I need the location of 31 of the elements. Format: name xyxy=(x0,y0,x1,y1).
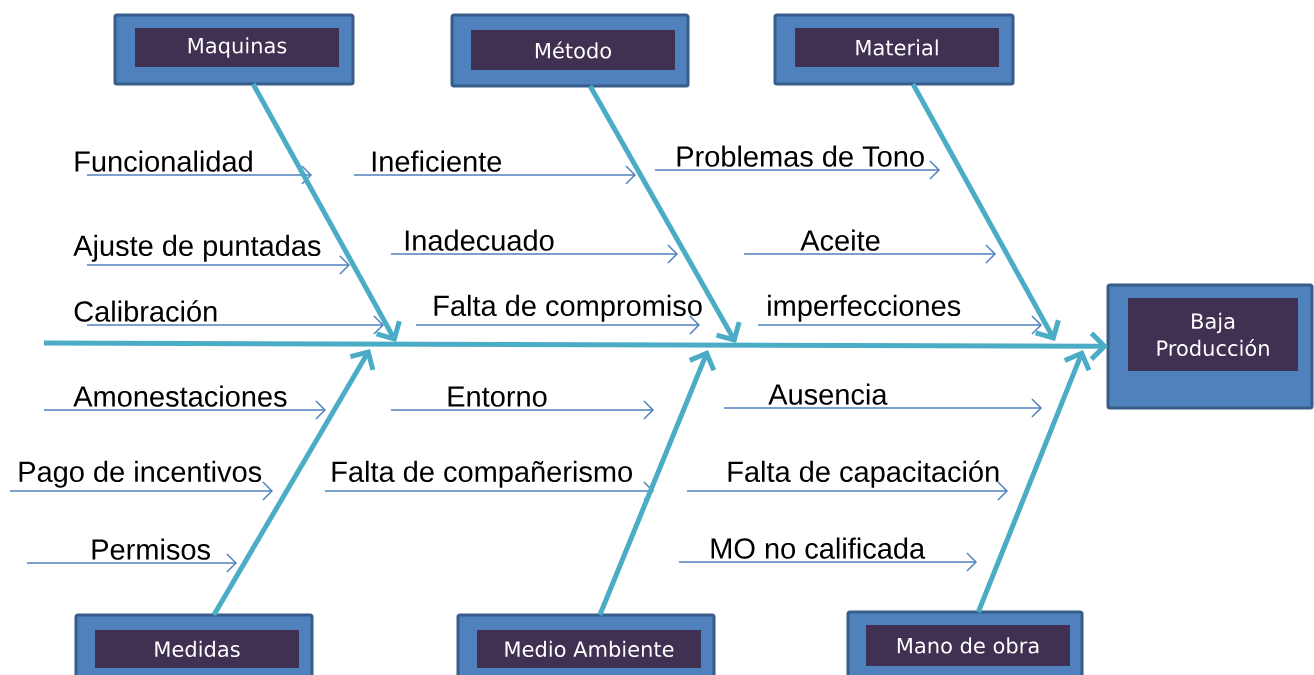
category-box: Método xyxy=(450,13,690,88)
cause-label: Falta de compañerismo xyxy=(332,460,632,488)
cause-label: Ajuste de puntadas xyxy=(73,234,321,262)
spine-arrow xyxy=(44,331,1108,361)
cause-label: Calibración xyxy=(74,300,217,322)
cause-label: Pago de incentivos xyxy=(19,460,262,488)
cause-label: Funcionalidad xyxy=(75,150,252,172)
bone-arrow xyxy=(587,84,742,343)
cause-label: Aceite xyxy=(800,229,880,251)
category-box: Medio Ambiente xyxy=(456,613,716,675)
bone-arrow xyxy=(976,350,1092,613)
category-box: Maquinas xyxy=(113,13,355,86)
cause-label: Inadecuado xyxy=(405,229,554,251)
cause-label: Ausencia xyxy=(768,383,888,405)
category-box: Medidas xyxy=(74,613,314,675)
cause-label: Entorno xyxy=(448,386,547,407)
cause-label: Falta de compromiso xyxy=(434,294,702,322)
cause-label: Problemas de Tono xyxy=(677,145,924,167)
cause-label: Ineficiente xyxy=(372,150,502,172)
bone-arrow xyxy=(597,350,717,616)
bone-arrow xyxy=(250,82,402,342)
category-box: Mano de obra xyxy=(846,610,1084,675)
cause-label: Permisos xyxy=(92,538,210,560)
cause-label: Amonestaciones xyxy=(73,385,287,407)
cause-label: Falta de capacitación xyxy=(728,460,999,488)
bone-arrow xyxy=(910,82,1061,341)
category-box: Material xyxy=(773,13,1015,86)
cause-label: imperfecciones xyxy=(768,294,961,322)
cause-label: MO no calificada xyxy=(711,537,926,559)
category-box: Baja Producción xyxy=(1106,283,1314,410)
bone-arrow xyxy=(211,349,376,617)
